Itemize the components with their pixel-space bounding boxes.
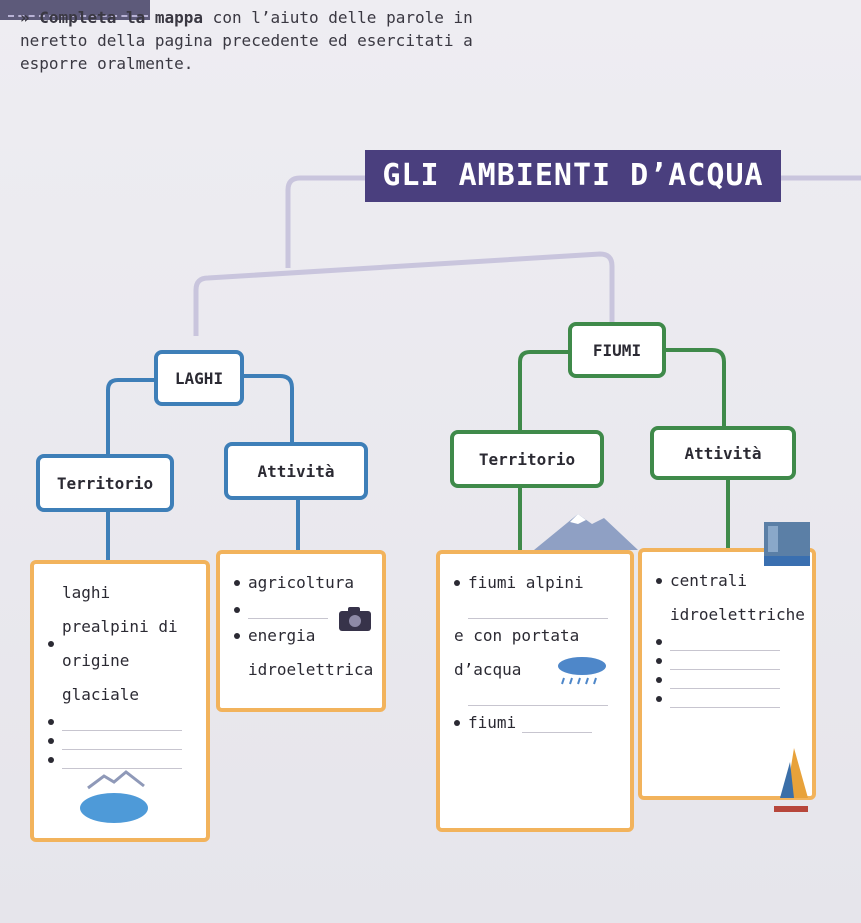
- fill-in-blank[interactable]: [48, 731, 192, 750]
- fill-in-blank[interactable]: [656, 689, 798, 708]
- fill-in-blank[interactable]: [454, 687, 616, 706]
- lakes-territory-item-1: laghi prealpini di origine glaciale: [62, 583, 178, 704]
- list-item: fiumi alpini: [454, 566, 616, 600]
- lakes-activity-item-1: agricoltura: [248, 573, 354, 592]
- lake-illustration: [80, 770, 148, 823]
- list-item: d’acqua: [454, 653, 616, 687]
- fill-in-blank[interactable]: [656, 670, 798, 689]
- rivers-activity-item-1: centrali idroelettriche: [670, 571, 805, 624]
- lakes-activities-box: agricoltura energia idroelettrica: [216, 550, 386, 712]
- fill-in-blank[interactable]: [234, 600, 368, 619]
- instruction-bold: Completa la mappa: [39, 8, 204, 27]
- lakes-activities-node: Attività: [224, 442, 368, 500]
- rivers-territory-item-2: e con portata: [454, 626, 580, 645]
- rivers-territory-node: Territorio: [450, 430, 604, 488]
- rivers-node: FIUMI: [568, 322, 666, 378]
- dam-illustration: [764, 522, 810, 566]
- rivers-territory-box: fiumi alpini e con portata d’acqua fiumi: [436, 550, 634, 832]
- lakes-territory-node: Territorio: [36, 454, 174, 512]
- list-item: e con portata: [454, 619, 616, 653]
- rivers-activities-node: Attività: [650, 426, 796, 480]
- mountain-illustration: [534, 514, 638, 550]
- instruction-text: con l’aiuto delle parole in neretto dell…: [20, 8, 473, 73]
- lakes-node: LAGHI: [154, 350, 244, 406]
- fill-in-blank[interactable]: [454, 600, 616, 619]
- list-item: laghi prealpini di origine glaciale: [48, 576, 192, 712]
- list-item: agricoltura: [234, 566, 368, 600]
- lakes-activity-item-3: energia idroelettrica: [248, 626, 374, 679]
- list-item: energia idroelettrica: [234, 619, 373, 687]
- list-item: fiumi: [454, 706, 616, 740]
- instruction-marker: »: [20, 8, 30, 27]
- fill-in-blank[interactable]: [656, 651, 798, 670]
- header-dashed-rule: [8, 15, 148, 17]
- rain-cloud-illustration: [558, 657, 606, 685]
- rivers-territory-item-3: d’acqua: [454, 660, 522, 679]
- fill-in-blank[interactable]: [48, 750, 192, 769]
- fill-in-blank[interactable]: [48, 712, 192, 731]
- map-title: GLI AMBIENTI D’ACQUA: [365, 150, 781, 202]
- camera-icon: [339, 607, 371, 631]
- exercise-instruction: » Completa la mappa con l’aiuto delle pa…: [20, 6, 480, 75]
- rivers-activities-box: centrali idroelettriche: [638, 548, 816, 800]
- sailboat-illustration: [774, 748, 808, 812]
- rivers-territory-item-4: fiumi: [468, 713, 517, 732]
- list-item: centrali idroelettriche: [656, 564, 805, 632]
- fill-in-blank[interactable]: [656, 632, 798, 651]
- rivers-territory-item-1: fiumi alpini: [468, 573, 584, 592]
